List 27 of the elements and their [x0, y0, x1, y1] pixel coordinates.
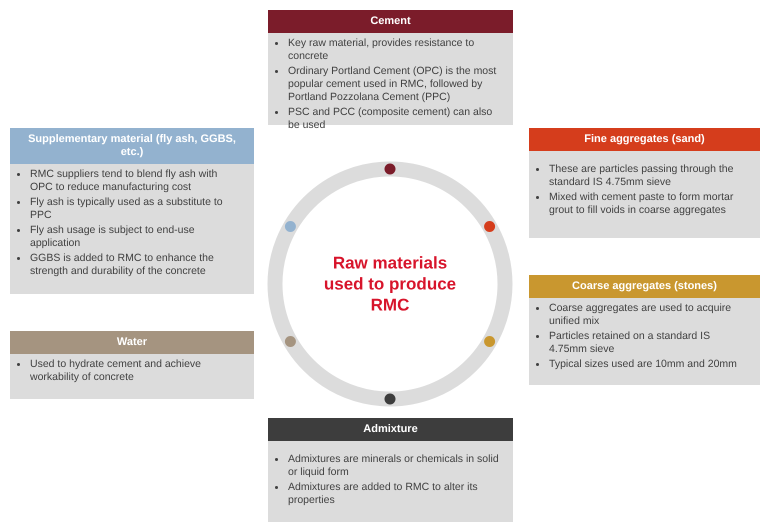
bullet-text: Fly ash usage is subject to end-use application [30, 224, 195, 249]
bullet-text: Admixtures are added to RMC to alter its properties [288, 481, 478, 506]
bullet-text: GGBS is added to RMC to enhance the strength and durability of the concrete [30, 252, 214, 277]
card-header: Admixture [268, 418, 513, 441]
card-header: Coarse aggregates (stones) [529, 275, 760, 298]
bullet-text: Ordinary Portland Cement (OPC) is the most popular cement used in RMC, followed by Portland Pozzolana Cement (PPC) [288, 65, 496, 103]
info-card [10, 128, 254, 294]
bullet-text: RMC suppliers tend to blend fly ash with OPC to reduce manufacturing cost [30, 168, 218, 193]
bullet-text: Mixed with cement paste to form mortar grout to fill voids in coarse aggregates [549, 191, 734, 216]
info-card [529, 128, 760, 238]
card-header: Cement [268, 10, 513, 33]
info-card [529, 275, 760, 385]
bullet-text: Key raw material, provides resistance to concrete [288, 37, 474, 62]
bullet-text: Typical sizes used are 10mm and 20mm [549, 358, 737, 370]
bullet-text: Fly ash is typically used as a substitute to PPC [30, 196, 223, 221]
center-title: Raw materials used to produce RMC [322, 252, 458, 316]
bullet-text: PSC and PCC (composite cement) can also be used [288, 106, 492, 131]
card-header: Water [10, 331, 254, 354]
info-card [10, 331, 254, 399]
bullet-text: Coarse aggregates are used to acquire unified mix [549, 302, 732, 327]
card-header: Fine aggregates (sand) [529, 128, 760, 151]
bullet-text: These are particles passing through the standard IS 4.75mm sieve [549, 163, 734, 188]
bullet-text: Admixtures are minerals or chemicals in solid or liquid form [288, 453, 499, 478]
info-card [268, 418, 513, 522]
bullet-text: Particles retained on a standard IS 4.75mm sieve [549, 330, 710, 355]
bullet-text: Used to hydrate cement and achieve workability of concrete [30, 358, 202, 383]
card-header: Supplementary material (fly ash, GGBS, etc.) [10, 128, 254, 164]
